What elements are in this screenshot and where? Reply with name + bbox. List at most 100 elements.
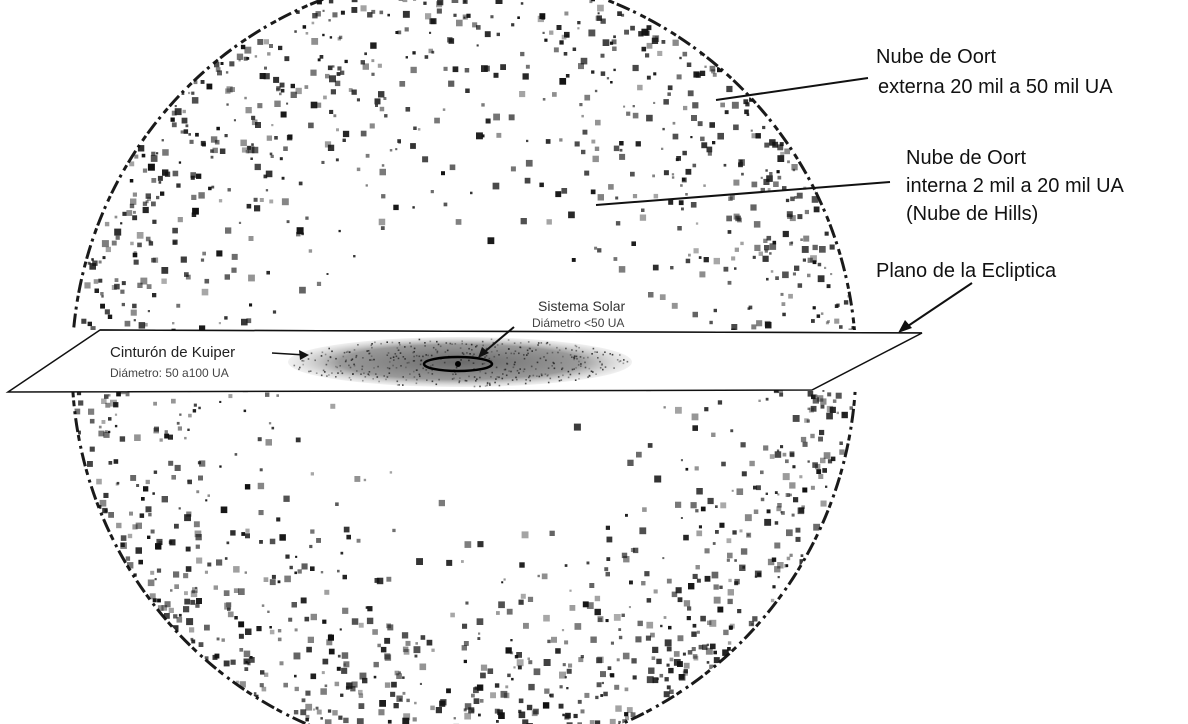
oort-particle	[211, 186, 214, 189]
kuiper-particle	[363, 373, 365, 375]
oort-particle	[821, 501, 827, 507]
kuiper-particle	[589, 368, 591, 370]
oort-particle	[813, 306, 816, 309]
oort-particle	[330, 36, 332, 38]
oort-particle	[550, 531, 555, 536]
oort-particle	[146, 480, 150, 484]
oort-particle	[685, 193, 688, 196]
oort-particle	[244, 651, 251, 658]
kuiper-particle	[385, 379, 387, 381]
kuiper-particle	[576, 350, 578, 352]
oort-particle	[653, 265, 659, 271]
kuiper-particle	[392, 342, 394, 344]
oort-particle	[341, 668, 347, 674]
oort-particle	[337, 667, 341, 671]
kuiper-particle	[362, 366, 364, 368]
oort-particle	[276, 394, 279, 397]
oort-particle	[583, 130, 588, 135]
oort-particle	[528, 597, 533, 602]
oort-particle	[143, 207, 149, 213]
oort-particle	[327, 273, 329, 275]
oort-particle	[668, 200, 673, 205]
oort-particle	[179, 414, 181, 416]
oort-particle	[279, 534, 286, 541]
oort-particle	[105, 222, 109, 226]
oort-particle	[488, 237, 495, 244]
oort-particle	[318, 58, 321, 61]
oort-particle	[741, 173, 744, 176]
kuiper-particle	[539, 376, 541, 378]
oort-particle	[808, 460, 810, 462]
oort-particle	[238, 588, 245, 595]
oort-particle	[595, 90, 597, 92]
oort-particle	[590, 720, 595, 724]
oort-particle	[625, 688, 629, 692]
oort-particle	[140, 513, 145, 518]
oort-particle	[101, 399, 107, 405]
oort-particle	[464, 713, 471, 720]
oort-particle	[116, 236, 120, 240]
oort-particle	[121, 535, 127, 541]
kuiper-particle	[514, 362, 516, 364]
oort-particle	[696, 565, 700, 569]
oort-particle	[147, 284, 152, 289]
kuiper-particle	[487, 383, 489, 385]
oort-particle	[719, 586, 722, 589]
kuiper-particle	[506, 375, 508, 377]
oort-particle	[610, 719, 616, 724]
oort-particle	[152, 492, 155, 495]
oort-particle	[156, 152, 158, 154]
kuiper-particle	[556, 347, 558, 349]
kuiper-particle	[453, 378, 455, 380]
kuiper-particle	[469, 353, 471, 355]
oort-particle	[622, 614, 625, 617]
oort-particle	[564, 32, 570, 38]
oort-particle	[752, 182, 758, 188]
oort-particle	[406, 641, 411, 646]
oort-particle	[296, 438, 301, 443]
oort-particle	[266, 271, 270, 275]
oort-particle	[120, 222, 122, 224]
oort-particle	[773, 181, 779, 187]
kuiper-particle	[561, 362, 563, 364]
oort-particle	[647, 76, 651, 80]
oort-particle	[699, 525, 702, 528]
oort-particle	[687, 63, 692, 68]
oort-particle	[240, 681, 246, 687]
oort-particle	[269, 44, 273, 48]
oort-particle	[616, 221, 620, 225]
kuiper-particle	[479, 377, 481, 379]
oort-particle	[249, 236, 254, 241]
oort-particle	[700, 616, 706, 622]
oort-particle	[789, 494, 792, 497]
oort-particle	[741, 442, 746, 447]
oort-particle	[405, 27, 409, 31]
oort-particle	[187, 429, 189, 431]
oort-particle	[743, 99, 748, 104]
oort-particle	[402, 632, 408, 638]
oort-particle	[192, 590, 196, 594]
oort-particle	[735, 248, 739, 252]
oort-particle	[140, 278, 147, 285]
oort-particle	[504, 578, 506, 580]
oort-particle	[195, 587, 197, 589]
oort-particle	[346, 535, 351, 540]
oort-particle	[608, 666, 612, 670]
oort-particle	[454, 717, 456, 719]
oort-particle	[390, 471, 392, 473]
oort-particle	[766, 493, 768, 495]
oort-particle	[230, 530, 235, 535]
oort-particle	[594, 247, 597, 250]
oort-particle	[224, 661, 230, 667]
oort-particle	[509, 114, 515, 120]
oort-particle	[241, 532, 245, 536]
oort-particle	[839, 325, 843, 329]
kuiper-particle	[514, 364, 516, 366]
oort-particle	[245, 529, 249, 533]
oort-particle	[233, 566, 240, 573]
kuiper-particle	[335, 366, 337, 368]
oort-particle	[777, 144, 783, 150]
oort-particle	[187, 480, 190, 483]
oort-particle	[202, 289, 209, 296]
kuiper-particle	[345, 361, 347, 363]
